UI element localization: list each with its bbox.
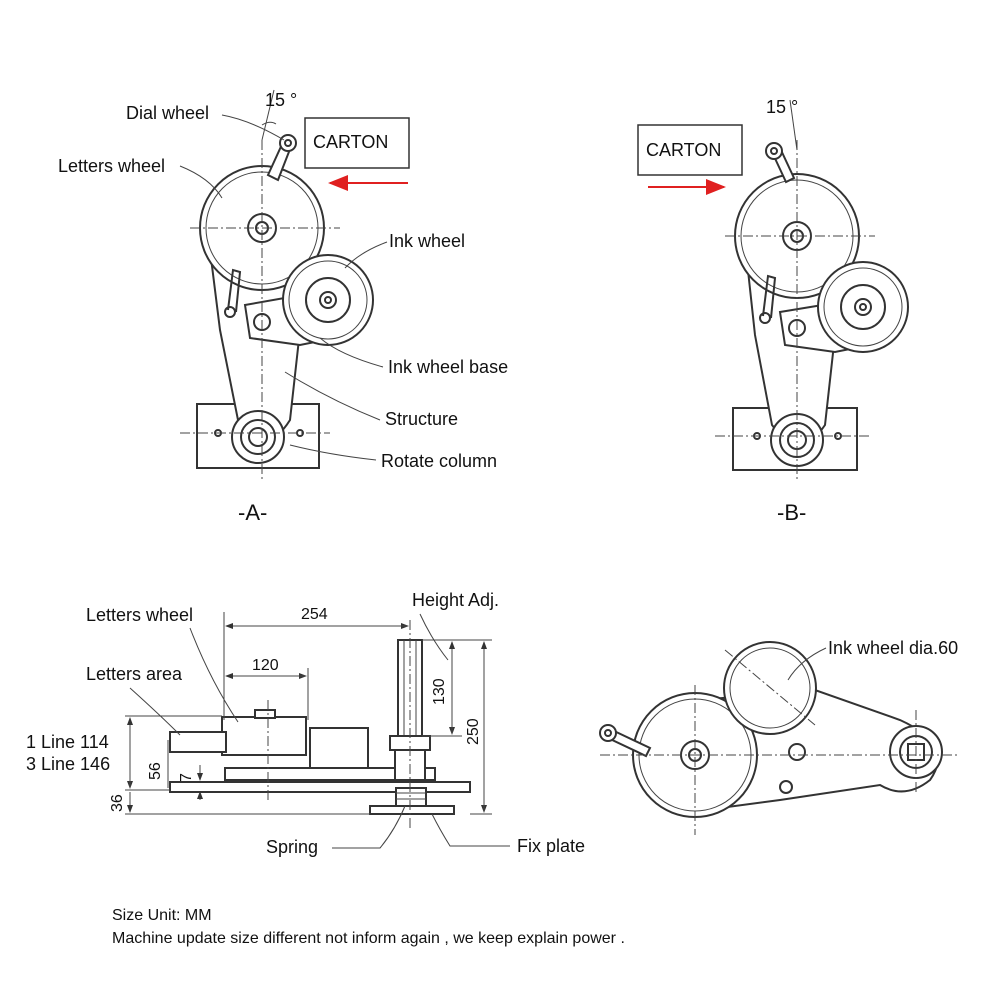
- dim-36: 36: [109, 794, 126, 812]
- view-b-annotations: 15 ° CARTON -B-: [637, 97, 806, 525]
- view-a-caption: -A-: [238, 500, 267, 525]
- side-view-letters-wheel: [221, 716, 307, 756]
- side-line1-label: 1 Line 114: [26, 732, 109, 752]
- side-fix-plate-label: Fix plate: [517, 836, 585, 856]
- view-b-angle-label: 15 °: [766, 97, 798, 117]
- view-b-carton-box: [637, 124, 743, 176]
- side-line3-label: 3 Line 146: [26, 754, 110, 774]
- view-b-rotate-column: [770, 413, 824, 467]
- side-height-adj-label: Height Adj.: [412, 590, 499, 610]
- view-a-structure-label: Structure: [385, 409, 458, 429]
- dim-7: 7: [178, 773, 195, 782]
- view-a-ink-wheel-label: Ink wheel: [389, 231, 465, 251]
- top-view-annotations: Ink wheel dia.60: [787, 638, 958, 681]
- view-b-carton-label: CARTON: [646, 140, 721, 160]
- side-letters-area-label: Letters area: [86, 664, 183, 684]
- top-view-drawing: [599, 641, 960, 835]
- size-unit-note: Size Unit: MM: [112, 907, 212, 924]
- side-letters-wheel-label: Letters wheel: [86, 605, 193, 625]
- view-b-dial-wheel: [765, 142, 796, 184]
- disclaimer-note: Machine update size different not inform…: [112, 930, 625, 947]
- dim-254: 254: [301, 606, 328, 623]
- side-view-fix-plate: [369, 805, 455, 815]
- dim-250: 250: [465, 718, 482, 745]
- view-a-angle-label: 15 °: [265, 90, 297, 110]
- dim-56: 56: [147, 762, 164, 780]
- dim-130: 130: [431, 678, 448, 705]
- view-b-caption: -B-: [777, 500, 806, 525]
- view-a-rotate-column-label: Rotate column: [381, 451, 497, 471]
- side-view-dimensions: 254 120 130 250 56 7 36: [109, 606, 492, 815]
- view-a-drawing: [180, 89, 374, 480]
- view-b-drawing: [715, 99, 909, 480]
- view-a-rotate-column: [231, 410, 285, 464]
- view-a-letters-wheel-label: Letters wheel: [58, 156, 165, 176]
- view-a-ink-wheel-base-label: Ink wheel base: [388, 357, 508, 377]
- view-b-ink-wheel: [817, 261, 909, 353]
- top-view-dial-wheel: [599, 724, 652, 758]
- side-spring-label: Spring: [266, 837, 318, 857]
- view-a-dial-wheel-label: Dial wheel: [126, 103, 209, 123]
- top-ink-wheel-dia-label: Ink wheel dia.60: [828, 638, 958, 658]
- view-a-annotations: 15 ° Dial wheel Letters wheel CARTON Ink…: [58, 90, 508, 525]
- view-a-carton-box: [304, 117, 410, 169]
- side-view-drawing: [169, 620, 471, 830]
- notes: Size Unit: MM Machine update size differ…: [112, 907, 625, 947]
- side-view-annotations: Letters wheel Letters area 1 Line 114 3 …: [26, 590, 585, 857]
- view-a-carton-label: CARTON: [313, 132, 388, 152]
- view-a-dial-wheel: [266, 134, 297, 182]
- side-view-spring: [395, 787, 427, 807]
- dim-120: 120: [252, 657, 279, 674]
- view-a-ink-wheel: [282, 254, 374, 346]
- side-view-base-plate: [169, 781, 471, 793]
